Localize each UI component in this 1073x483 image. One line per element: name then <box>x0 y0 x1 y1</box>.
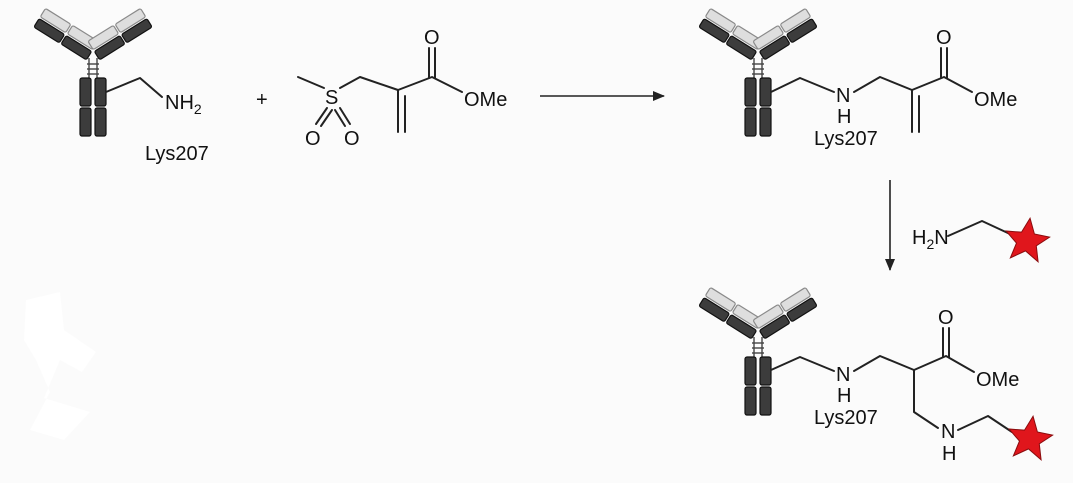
oxygen-label-left: O <box>305 128 321 150</box>
second-amine-h-label: H <box>942 443 956 465</box>
product-conjugate: N H O OMe N H Lys207 <box>698 286 1056 465</box>
h2n-label: H2N <box>912 227 949 252</box>
payload-star-icon <box>1001 214 1053 264</box>
lys207-label: Lys207 <box>814 128 878 150</box>
carbonyl-double-bond <box>940 47 948 79</box>
ch2-bond <box>853 355 915 372</box>
carbonyl-double-bond <box>428 47 436 79</box>
amine-n-label: N <box>836 85 850 107</box>
ester-bond <box>911 76 973 93</box>
ester-bond <box>913 355 975 373</box>
lys207-label: Lys207 <box>814 407 878 429</box>
methylene-double-bond <box>911 89 920 133</box>
so-double-bond-left <box>315 107 333 127</box>
antibody-reactant: NH2 Lys207 <box>33 7 209 165</box>
carbonyl-oxygen-label: O <box>424 27 440 49</box>
payload-linker-bond <box>947 220 1011 237</box>
amine-label: NH2 <box>165 92 202 117</box>
linker-bond <box>770 77 835 93</box>
amine-n-label: N <box>836 364 850 386</box>
so-double-bond-right <box>334 107 351 127</box>
payload-star-icon <box>1004 412 1056 462</box>
antibody-icon <box>698 286 818 416</box>
oxygen-label-right: O <box>344 128 360 150</box>
payload-linker-bond <box>957 415 1013 433</box>
sulfone-reagent: S O O O OMe <box>297 27 507 150</box>
carbonyl-oxygen-label: O <box>936 27 952 49</box>
carbonyl-double-bond <box>942 327 950 358</box>
intermediate-conjugate: N H O OMe Lys207 <box>698 7 1017 150</box>
amine-h-label: H <box>837 385 851 407</box>
ch2-down-bond <box>913 369 939 429</box>
methylene-double-bond <box>397 89 406 133</box>
ester-bond <box>397 76 463 93</box>
amine-payload-reagent: H2N <box>912 214 1053 264</box>
sulfur-label: S <box>325 87 338 109</box>
ome-label: OMe <box>974 89 1017 111</box>
lysine-side-chain <box>105 77 163 98</box>
lys207-label: Lys207 <box>145 143 209 165</box>
ch2-bond <box>853 76 913 93</box>
watermark-shape <box>24 292 96 440</box>
methyl-bond <box>297 76 325 89</box>
antibody-icon <box>698 7 818 137</box>
second-amine-n-label: N <box>941 421 955 443</box>
plus-sign: + <box>256 89 268 111</box>
ome-label: OMe <box>464 89 507 111</box>
amine-h-label: H <box>837 106 851 128</box>
antibody-icon <box>33 7 153 137</box>
ch2-bond <box>339 76 399 91</box>
linker-bond <box>770 356 835 372</box>
carbonyl-oxygen-label: O <box>938 307 954 329</box>
ome-label: OMe <box>976 369 1019 391</box>
